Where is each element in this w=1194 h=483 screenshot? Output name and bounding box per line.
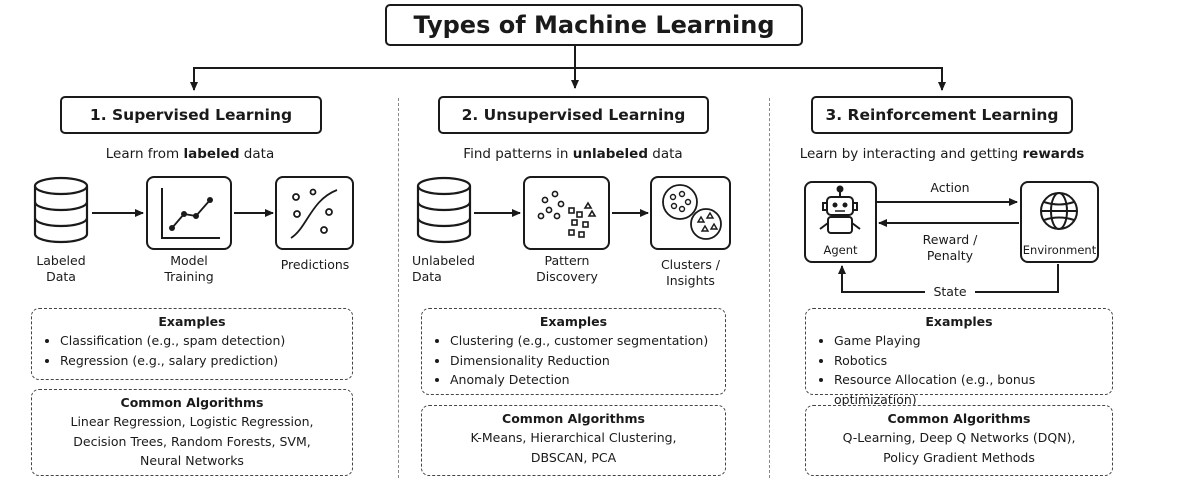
line-chart-icon — [161, 188, 220, 239]
examples-title: Examples — [539, 314, 608, 329]
example-item: Game Playing — [834, 331, 1100, 351]
step-label: Pattern Discovery — [536, 253, 598, 284]
algorithm-line: DBSCAN, PCA — [530, 449, 617, 465]
scatter-dots-icon — [537, 190, 597, 238]
environment-label: Environment — [1022, 243, 1097, 257]
example-item: Clustering (e.g., customer segmentation) — [450, 331, 713, 351]
globe-icon — [1040, 192, 1078, 230]
examples-box: Examples Clustering (e.g., customer segm… — [421, 308, 726, 395]
environment-box: Environment — [1020, 181, 1099, 263]
subtitle-reinforcement: Learn by interacting and getting rewards — [799, 146, 1085, 162]
example-item: Anomaly Detection — [450, 370, 713, 390]
subtitle-supervised: Learn from labeled data — [105, 146, 275, 162]
database-icon — [416, 176, 472, 244]
predictions-box — [275, 176, 354, 250]
algorithm-line: Neural Networks — [140, 453, 244, 468]
step-label: Labeled Data — [36, 253, 86, 284]
examples-box: Examples Classification (e.g., spam dete… — [31, 308, 353, 380]
example-item: Resource Allocation (e.g., bonus optimiz… — [834, 370, 1100, 409]
example-item: Dimensionality Reduction — [450, 351, 713, 371]
example-item: Classification (e.g., spam detection) — [60, 331, 340, 351]
pattern-discovery-box — [523, 176, 610, 250]
algorithm-line: Policy Gradient Methods — [883, 449, 1035, 465]
algorithm-line: Q-Learning, Deep Q Networks (DQN), — [842, 430, 1076, 445]
algorithms-box: Common Algorithms K-Means, Hierarchical … — [421, 405, 726, 476]
header-unsupervised: 2. Unsupervised Learning — [438, 96, 709, 134]
algorithms-title: Common Algorithms — [887, 411, 1031, 426]
robot-icon — [819, 185, 861, 234]
clusters-icon — [662, 184, 722, 240]
state-label: State — [933, 284, 967, 299]
examples-title: Examples — [925, 314, 993, 329]
algorithm-line: Decision Trees, Random Forests, SVM, — [73, 433, 311, 449]
examples-box: Examples Game Playing Robotics Resource … — [805, 308, 1113, 407]
agent-box: Agent — [804, 181, 877, 263]
page-title: Types of Machine Learning — [385, 4, 803, 46]
step-label: Model Training — [164, 253, 214, 284]
column-divider — [398, 98, 399, 478]
action-label: Action — [930, 180, 970, 195]
algorithm-line: Linear Regression, Logistic Regression, — [70, 414, 314, 429]
scatter-prediction-icon — [290, 188, 338, 239]
algorithms-title: Common Algorithms — [502, 411, 645, 426]
algorithm-line: K-Means, Hierarchical Clustering, — [470, 430, 677, 445]
header-reinforcement: 3. Reinforcement Learning — [811, 96, 1073, 134]
examples-title: Examples — [158, 314, 226, 329]
example-item: Robotics — [834, 351, 1100, 371]
example-item: Regression (e.g., salary prediction) — [60, 351, 340, 371]
algorithms-box: Common Algorithms Q-Learning, Deep Q Net… — [805, 405, 1113, 476]
column-divider — [769, 98, 770, 478]
reward-label: Reward / Penalty — [922, 232, 978, 263]
algorithms-title: Common Algorithms — [120, 395, 264, 410]
database-icon — [33, 176, 89, 244]
step-label: Predictions — [280, 257, 350, 272]
agent-label: Agent — [823, 243, 858, 257]
algorithms-box: Common Algorithms Linear Regression, Log… — [31, 389, 353, 476]
step-label: Clusters / Insights — [660, 257, 721, 288]
clusters-box — [650, 176, 731, 250]
step-label: Unlabeled Data — [412, 253, 475, 284]
header-supervised: 1. Supervised Learning — [60, 96, 322, 134]
subtitle-unsupervised: Find patterns in unlabeled data — [463, 146, 683, 162]
model-training-box — [146, 176, 232, 250]
